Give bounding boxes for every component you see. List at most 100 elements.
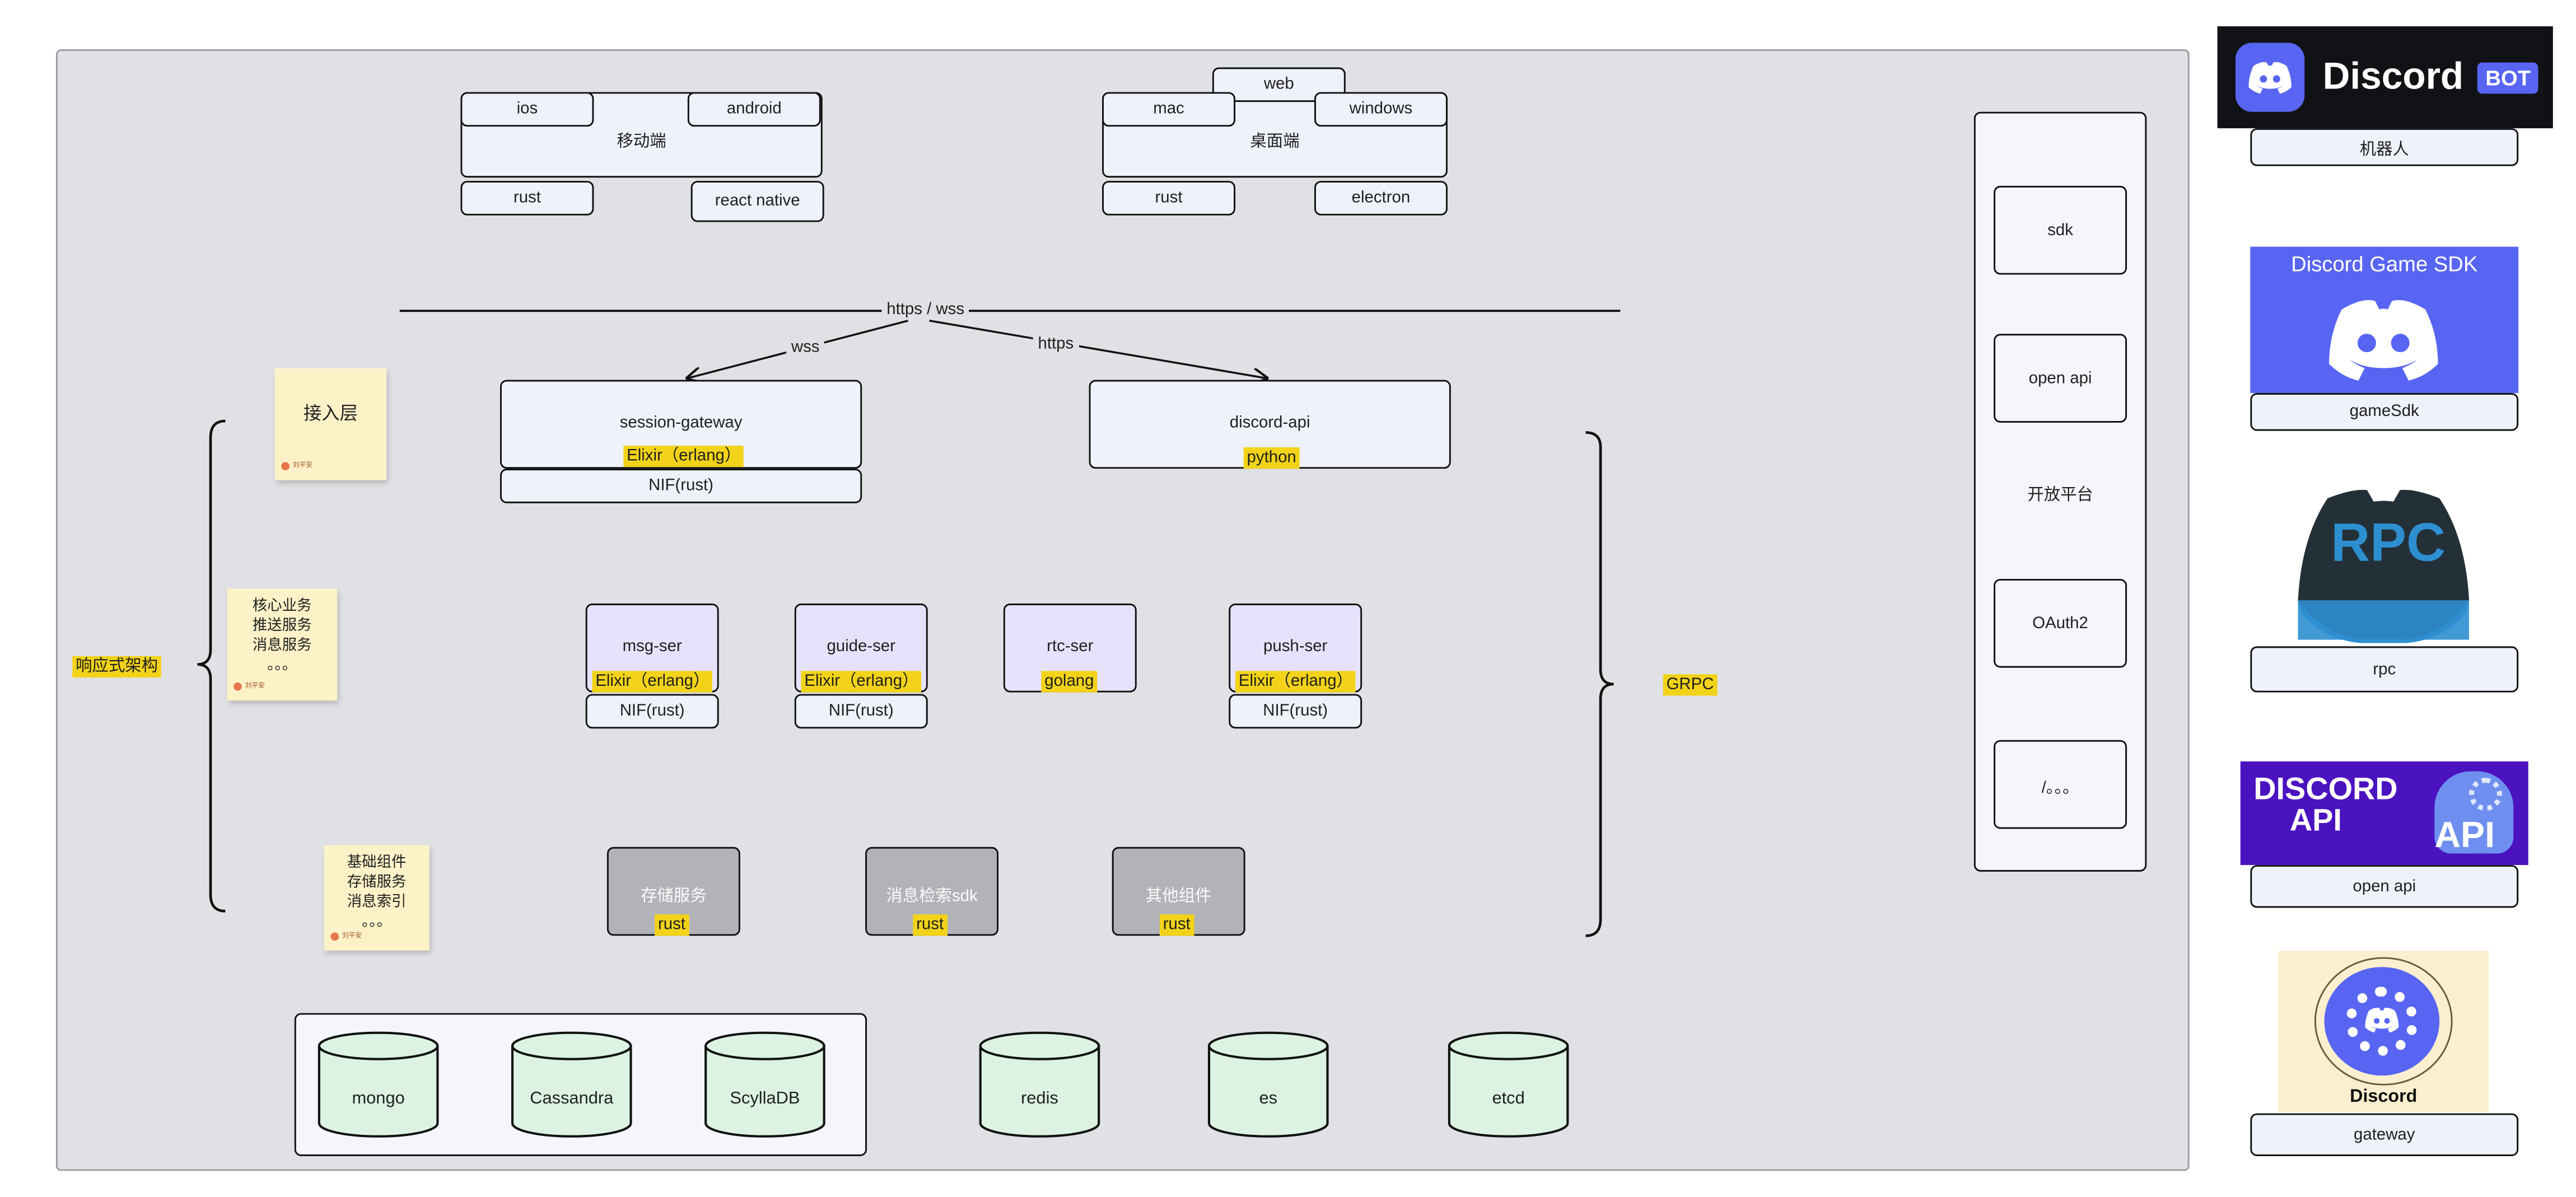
protocol-label: https / wss — [881, 301, 969, 319]
open-api-label: open api — [2250, 865, 2519, 908]
https-arrow — [929, 320, 1267, 378]
discord-logo-icon — [2365, 1007, 2399, 1033]
game-sdk-label: gameSdk — [2250, 393, 2519, 431]
bot-label: 机器人 — [2250, 128, 2519, 166]
other-components-lang: rust — [1159, 914, 1194, 936]
base-line-4: 。。。 — [362, 913, 392, 929]
discord-api-label: discord-api — [1229, 414, 1310, 433]
grpc-label: GRPC — [1663, 674, 1718, 696]
gateway-banner: Discord — [2278, 950, 2489, 1112]
left-brace — [197, 419, 226, 913]
db-label: etcd — [1492, 1088, 1524, 1107]
session-gateway-nif: NIF(rust) — [500, 469, 862, 503]
discord-api-line1: DISCORD — [2253, 773, 2398, 808]
wss-label: wss — [786, 339, 825, 357]
gear-icon — [2469, 778, 2502, 811]
msg-ser-label: msg-ser — [622, 638, 682, 657]
guide-ser-lang: Elixir（erlang） — [801, 671, 922, 693]
push-ser-lang: Elixir（erlang） — [1235, 671, 1356, 693]
guide-ser-label: guide-ser — [827, 638, 895, 657]
discord-logo-icon — [2329, 300, 2438, 381]
session-gateway-lang: Elixir（erlang） — [623, 446, 745, 467]
db-label: es — [1259, 1088, 1277, 1107]
msg-ser-lang: Elixir（erlang） — [592, 671, 713, 693]
open-platform-title: 开放平台 — [2027, 486, 2093, 504]
open-platform-oauth2: OAuth2 — [1994, 578, 2127, 668]
android-box: android — [687, 92, 821, 127]
core-line-3: 消息服务 — [252, 636, 312, 653]
msg-ser-nif: NIF(rust) — [585, 694, 719, 729]
core-line-2: 推送服务 — [252, 616, 312, 633]
db-label: redis — [1021, 1088, 1058, 1107]
desktop-title: 桌面端 — [1250, 133, 1300, 152]
https-label: https — [1033, 335, 1079, 354]
rtc-ser-lang: golang — [1041, 671, 1098, 693]
discord-bot-brand: Discord — [2322, 54, 2464, 97]
access-layer-title: 接入层 — [303, 404, 358, 424]
discord-bot-badge: BOT — [2477, 62, 2539, 94]
react-native-box: react native — [690, 181, 824, 222]
windows-box: windows — [1314, 92, 1448, 127]
avatar-icon — [281, 461, 290, 470]
db-label: mongo — [352, 1088, 404, 1107]
open-platform-openapi: open api — [1994, 334, 2127, 423]
note-tag: 刘平安 — [281, 456, 312, 475]
session-gateway-label: session-gateway — [619, 414, 743, 433]
session-gateway-box: session-gateway — [500, 380, 862, 469]
reactive-architecture-label: 响应式架构 — [72, 656, 161, 678]
electron-box: electron — [1314, 181, 1448, 216]
rpc-logo-text: RPC — [2331, 511, 2446, 573]
base-line-2: 存储服务 — [347, 873, 407, 890]
rpc-logo — [2298, 489, 2470, 643]
note-tag: 刘平安 — [330, 926, 362, 946]
discord-logo-icon — [2248, 62, 2292, 94]
gateway-orbit — [2314, 957, 2453, 1086]
discord-bot-icon — [2235, 43, 2305, 112]
avatar-icon — [330, 932, 339, 940]
game-sdk-banner: Discord Game SDK — [2250, 246, 2519, 394]
search-sdk-lang: rust — [913, 914, 947, 936]
rpc-label: rpc — [2250, 646, 2519, 693]
storage-service-label: 存储服务 — [641, 888, 707, 906]
mac-box: mac — [1102, 92, 1235, 127]
avatar-icon — [234, 681, 242, 690]
core-business-note: 核心业务 推送服务 消息服务 。。。 刘平安 — [227, 588, 338, 701]
search-sdk-label: 消息检索sdk — [886, 888, 978, 906]
db-label: Cassandra — [530, 1088, 614, 1107]
other-components-label: 其他组件 — [1145, 888, 1212, 906]
base-components-note: 基础组件 存储服务 消息索引 。。。 刘平安 — [324, 845, 430, 951]
db-cassandra: Cassandra — [511, 1031, 632, 1138]
db-label: ScyllaDB — [730, 1088, 800, 1107]
discord-api-badge: API — [2434, 814, 2495, 855]
game-sdk-title: Discord Game SDK — [2291, 251, 2478, 277]
db-scylladb: ScyllaDB — [704, 1031, 825, 1138]
gateway-brand: Discord — [2350, 1087, 2418, 1107]
discord-api-line2: API — [2289, 804, 2342, 839]
mobile-rust-box: rust — [460, 181, 594, 216]
mobile-title: 移动端 — [617, 133, 666, 152]
open-platform-sdk: sdk — [1994, 185, 2127, 275]
discord-api-lang: python — [1243, 447, 1300, 469]
base-line-1: 基础组件 — [347, 853, 407, 870]
base-line-3: 消息索引 — [347, 893, 407, 910]
core-line-1: 核心业务 — [252, 597, 312, 614]
db-etcd: etcd — [1448, 1031, 1569, 1138]
core-line-4: 。。。 — [267, 656, 297, 673]
ios-box: ios — [460, 92, 594, 127]
other-components-box: 其他组件 — [1112, 847, 1245, 936]
storage-service-lang: rust — [655, 914, 689, 936]
guide-ser-nif: NIF(rust) — [794, 694, 928, 729]
push-ser-nif: NIF(rust) — [1229, 694, 1362, 729]
open-platform-more: /。。。 — [1994, 740, 2127, 829]
db-mongo: mongo — [318, 1031, 439, 1138]
note-tag: 刘平安 — [234, 676, 265, 695]
access-layer-note: 接入层 刘平安 — [274, 368, 387, 480]
db-es: es — [1207, 1031, 1329, 1138]
push-ser-label: push-ser — [1263, 638, 1328, 657]
desktop-rust-box: rust — [1102, 181, 1235, 216]
rtc-ser-label: rtc-ser — [1047, 638, 1094, 657]
gateway-label: gateway — [2250, 1113, 2519, 1156]
discord-bot-banner: Discord BOT — [2217, 26, 2553, 129]
discord-api-banner: DISCORD API API — [2240, 761, 2528, 866]
